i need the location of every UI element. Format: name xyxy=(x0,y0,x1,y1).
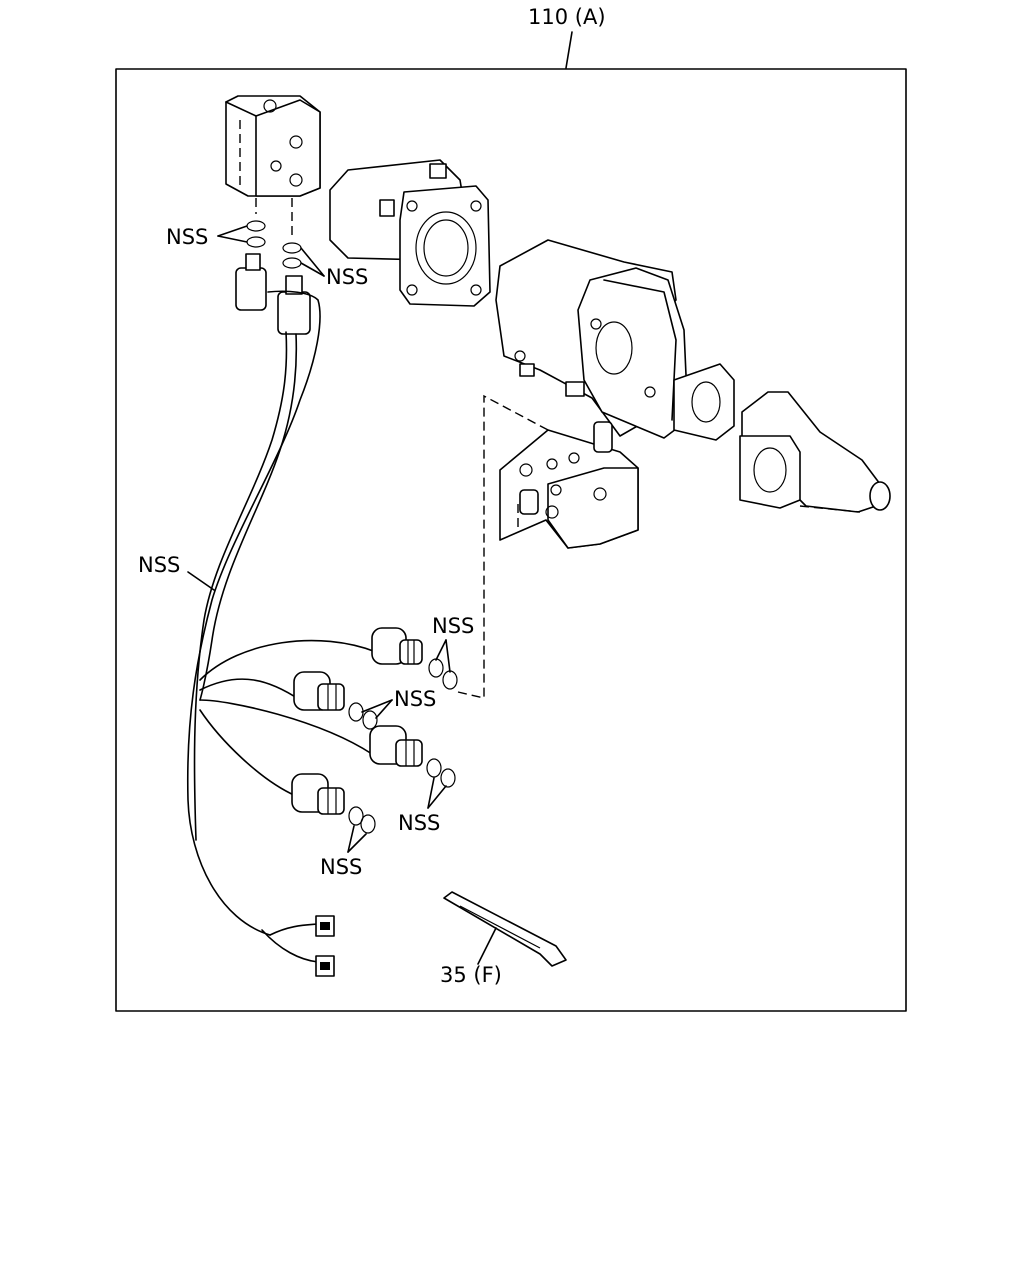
transmission-case xyxy=(495,239,735,441)
nss-callout-solenoid-2: NSS xyxy=(394,687,436,711)
nss-leader-upper-left xyxy=(217,225,248,237)
wiring-harness xyxy=(186,290,377,963)
nss-leader-solenoid-2 xyxy=(361,699,393,713)
nss-leader-solenoid-3 xyxy=(427,777,435,809)
nss-callout-harness: NSS xyxy=(138,553,180,577)
solenoid-3 xyxy=(369,725,456,788)
assembly-leader xyxy=(565,31,573,69)
nss-callout-solenoid-1: NSS xyxy=(432,614,474,638)
assembly-callout: 110 (A) xyxy=(528,5,606,29)
nss-leader-solenoid-4 xyxy=(347,825,355,853)
harness-connector-upper xyxy=(315,915,335,937)
nss-leader-upper-right xyxy=(300,247,325,277)
nss-callout-solenoid-4: NSS xyxy=(320,855,362,879)
cable-tie xyxy=(443,891,567,967)
upper-solenoid-b xyxy=(277,275,311,335)
nss-leader-upper-right-2 xyxy=(300,262,325,277)
cable-tie-callout: 35 (F) xyxy=(440,963,502,987)
valve-body xyxy=(499,421,639,549)
nss-leader-solenoid-4-b xyxy=(347,833,367,853)
nss-leader-solenoid-1 xyxy=(435,639,447,661)
nss-leader-solenoid-1-b xyxy=(445,639,451,673)
nss-leader-solenoid-2-b xyxy=(375,699,393,719)
flange-housing xyxy=(329,159,491,307)
nss-leader-harness xyxy=(187,571,215,591)
upper-solenoid-a xyxy=(235,253,267,311)
nss-callout-upper-left: NSS xyxy=(166,225,208,249)
nss-leader-upper-left-2 xyxy=(217,235,248,243)
solenoid-1 xyxy=(371,627,458,690)
assembly-frame xyxy=(115,68,907,1012)
solenoid-4 xyxy=(291,773,376,834)
nss-callout-upper-right: NSS xyxy=(326,265,368,289)
extension-housing xyxy=(739,391,891,513)
nss-leader-solenoid-3-b xyxy=(427,785,447,809)
upper-valve-block xyxy=(225,95,321,197)
valve-body-guide xyxy=(457,394,549,699)
cable-tie-leader xyxy=(477,927,497,965)
nss-callout-solenoid-3: NSS xyxy=(398,811,440,835)
harness-connector-lower xyxy=(315,955,335,977)
solenoid-2 xyxy=(293,671,378,730)
